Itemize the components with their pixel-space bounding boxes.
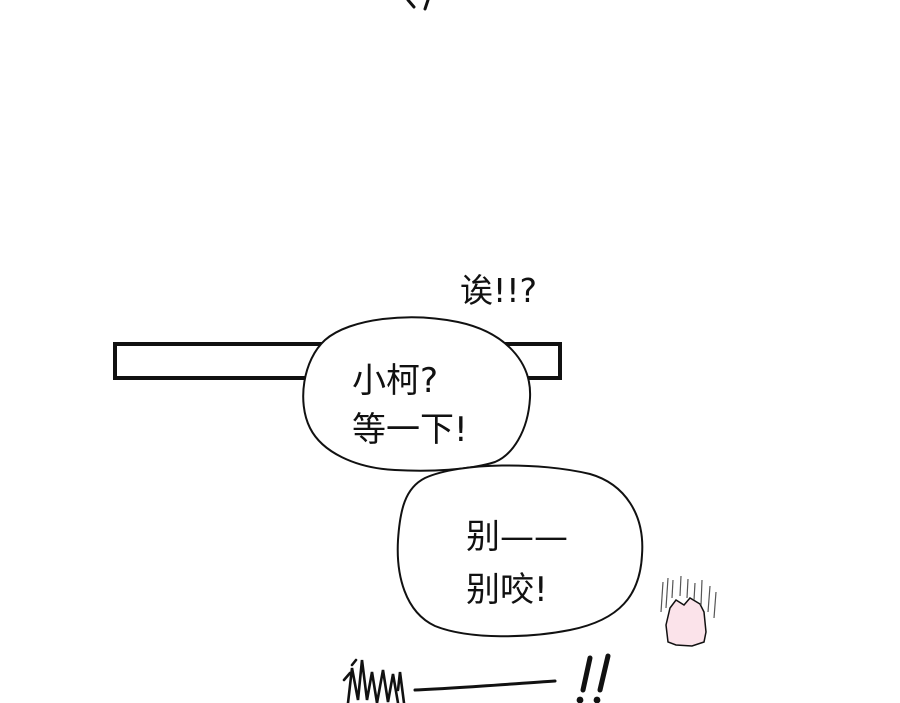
sfx-dash xyxy=(413,679,557,692)
pink-object xyxy=(665,597,707,647)
bubble-top-line-2: 等一下! xyxy=(352,410,468,450)
speech-bubble-top xyxy=(302,316,532,472)
bubble-top-line-1: 小柯? xyxy=(352,361,439,401)
exclamation-text: 诶!!? xyxy=(460,271,537,310)
bubble-bottom-line-2: 别咬! xyxy=(466,570,548,610)
sfx-scribble xyxy=(342,658,406,703)
top-ink-fragment xyxy=(406,0,430,11)
bubble-bottom-line-1: 别—— xyxy=(466,517,568,557)
shake-lines xyxy=(660,575,717,619)
speech-bubble-bottom xyxy=(396,464,644,638)
speech-bubble-bottom-text: 别—— 别咬! xyxy=(466,511,568,617)
sfx-bang-marks xyxy=(580,653,611,693)
speech-bubble-top-text: 小柯? 等一下! xyxy=(352,357,468,455)
